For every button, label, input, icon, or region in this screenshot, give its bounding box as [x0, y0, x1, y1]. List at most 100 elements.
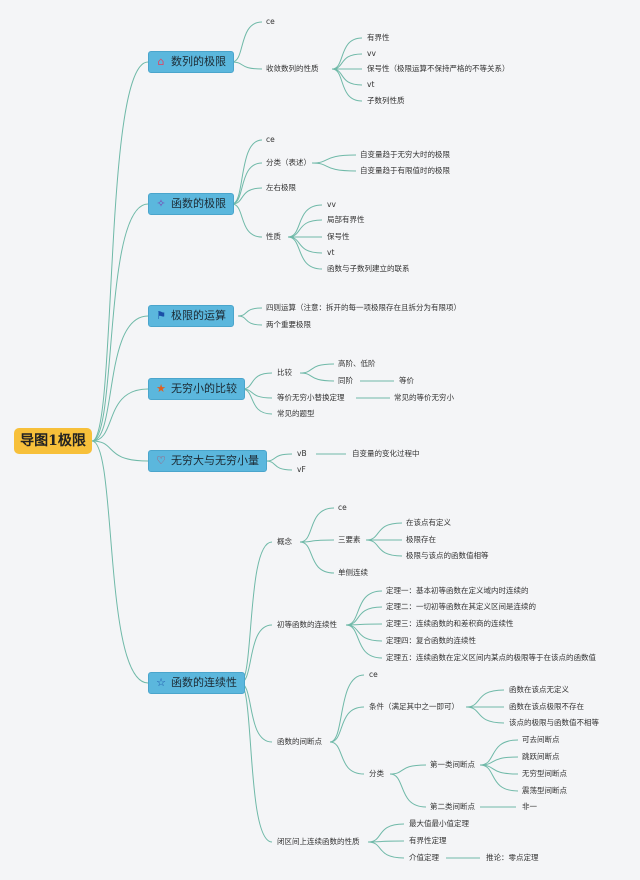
f1-branch-1 [299, 507, 335, 543]
node-f3-3-2[interactable]: 第二类间断点 [430, 802, 475, 811]
topic-infinitesimal-compare[interactable]: ★ 无穷小的比较 [148, 378, 245, 400]
node-f3-3-1-2[interactable]: 跳跃间断点 [522, 752, 560, 761]
node-a2-2[interactable]: vv [367, 49, 376, 58]
topic-function-limit[interactable]: ✧ 函数的极限 [148, 193, 234, 215]
heart-icon: ♡ [156, 454, 166, 467]
f3-3-branch-1 [389, 764, 427, 775]
node-f2-3[interactable]: 定理三：连续函数的和差积商的连续性 [386, 619, 514, 628]
t1-branch-2 [231, 61, 263, 70]
node-f3-3-2-1[interactable]: 非一 [522, 802, 537, 811]
node-a2-4[interactable]: vt [367, 80, 375, 89]
node-f4[interactable]: 闭区间上连续函数的性质 [277, 837, 360, 846]
t5-branch-2 [265, 460, 293, 471]
node-f2-1[interactable]: 定理一：基本初等函数在定义域内时连续的 [386, 586, 529, 595]
node-b3[interactable]: 左右极限 [266, 183, 296, 192]
topic-label: 无穷小的比较 [171, 382, 237, 395]
node-f3-3-1[interactable]: 第一类间断点 [430, 760, 475, 769]
node-f4-3-1[interactable]: 推论：零点定理 [486, 853, 539, 862]
topic-infinity-infinitesimal[interactable]: ♡无穷大与无穷小量 [148, 450, 267, 472]
node-f4-3[interactable]: 介值定理 [409, 853, 439, 862]
node-b4-4[interactable]: vt [327, 248, 335, 257]
node-b2-1[interactable]: 自变量趋于无穷大时的极限 [360, 150, 450, 159]
node-f2-2[interactable]: 定理二：一切初等函数在其定义区间是连续的 [386, 602, 536, 611]
node-f3-2-3[interactable]: 该点的极限与函数值不相等 [509, 718, 599, 727]
node-f3-3-1-1[interactable]: 可去间断点 [522, 735, 560, 744]
topic-label: 函数的极限 [171, 197, 226, 210]
node-f4-1[interactable]: 最大值最小值定理 [409, 819, 469, 828]
node-f3-3-1-3[interactable]: 无穷型间断点 [522, 769, 567, 778]
node-c2[interactable]: 两个重要极限 [266, 320, 311, 329]
node-f1-2-2[interactable]: 极限存在 [406, 535, 436, 544]
node-d1-2-1[interactable]: 等价 [399, 376, 414, 385]
topic-label: 函数的连续性 [171, 676, 237, 689]
node-e1-1[interactable]: 自变量的变化过程中 [352, 449, 420, 458]
topic-label: 极限的运算 [171, 309, 226, 322]
node-f3-2-1[interactable]: 函数在该点无定义 [509, 685, 569, 694]
flag-icon: ⚑ [156, 309, 166, 322]
node-f1-1[interactable]: ce [338, 503, 347, 512]
node-f3-3-1-4[interactable]: 震荡型间断点 [522, 786, 567, 795]
node-b4-3[interactable]: 保号性 [327, 232, 350, 241]
t2-branch-3 [231, 187, 263, 205]
node-f1-2[interactable]: 三要素 [338, 535, 361, 544]
node-b1[interactable]: ce [266, 135, 275, 144]
f2-branch-5 [345, 624, 383, 659]
f1-2-branch-3 [365, 539, 403, 557]
node-a2-1[interactable]: 有界性 [367, 33, 390, 42]
node-f1-2-3[interactable]: 极限与该点的函数值相等 [406, 551, 489, 560]
node-a2-5[interactable]: 子数列性质 [367, 96, 405, 105]
root-connector-3 [91, 315, 149, 442]
node-b4-2[interactable]: 局部有界性 [327, 215, 365, 224]
node-a2[interactable]: 收敛数列的性质 [266, 64, 319, 73]
topic-continuity[interactable]: ☆函数的连续性 [148, 672, 245, 694]
node-a1[interactable]: ce [266, 17, 275, 26]
root-connector-1 [91, 61, 149, 442]
node-f3-2[interactable]: 条件（满足其中之一即可） [369, 702, 459, 711]
node-d1[interactable]: 比较 [277, 368, 292, 377]
node-f3-3[interactable]: 分类 [369, 769, 384, 778]
topic-sequence-limit[interactable]: ⌂数列的极限 [148, 51, 234, 73]
node-b4-5[interactable]: 函数与子数列建立的联系 [327, 264, 410, 273]
node-d3[interactable]: 常见的题型 [277, 409, 315, 418]
node-e1[interactable]: vB [297, 449, 307, 458]
root-node[interactable]: 导图1极限 [14, 428, 92, 454]
node-b2-2[interactable]: 自变量趋于有限值时的极限 [360, 166, 450, 175]
node-f1-3[interactable]: 单侧连续 [338, 568, 368, 577]
f3-branch-3 [329, 741, 365, 775]
node-c1[interactable]: 四则运算（注意：拆开的每一项极限存在且拆分为有限项） [266, 303, 461, 312]
node-f3-1[interactable]: ce [369, 670, 378, 679]
sparkle-icon: ✧ [156, 197, 166, 210]
node-f1-2-1[interactable]: 在该点有定义 [406, 518, 451, 527]
a2-branch-5 [331, 68, 363, 102]
f2-branch-1 [345, 590, 383, 626]
b4-branch-1 [287, 204, 323, 238]
node-d2[interactable]: 等价无穷小替换定理 [277, 393, 345, 402]
node-b4[interactable]: 性质 [266, 232, 281, 241]
node-f2-5[interactable]: 定理五：连续函数在定义区间内某点的极限等于在该点的函数值 [386, 653, 596, 662]
a2-branch-1 [331, 37, 363, 70]
node-f2-4[interactable]: 定理四：复合函数的连续性 [386, 636, 476, 645]
t2-branch-2 [231, 162, 263, 205]
node-f1[interactable]: 概念 [277, 537, 292, 546]
topic-label: 数列的极限 [171, 55, 226, 68]
node-d1-2[interactable]: 同阶 [338, 376, 353, 385]
star-icon: ★ [156, 382, 166, 395]
f3-branch-1 [329, 674, 365, 743]
node-d1-1[interactable]: 高阶、低阶 [338, 359, 376, 368]
f3-branch-2 [329, 706, 365, 743]
topic-limit-operations[interactable]: ⚑ 极限的运算 [148, 305, 234, 327]
node-e2[interactable]: vF [297, 465, 306, 474]
node-f3[interactable]: 函数的间断点 [277, 737, 322, 746]
node-a2-3[interactable]: 保号性（极限运算不保持严格的不等关系） [367, 64, 510, 73]
node-b2[interactable]: 分类（表述） [266, 158, 311, 167]
f4-branch-3 [367, 841, 405, 859]
f3-2-branch-3 [465, 706, 505, 724]
node-f4-2[interactable]: 有界性定理 [409, 836, 447, 845]
node-f3-2-2[interactable]: 函数在该点极限不存在 [509, 702, 584, 711]
node-d2-1[interactable]: 常见的等价无穷小 [394, 393, 454, 402]
t2-branch-4 [231, 203, 263, 238]
node-f2[interactable]: 初等函数的连续性 [277, 620, 337, 629]
b2-branch-2 [311, 162, 357, 172]
node-b4-1[interactable]: vv [327, 200, 336, 209]
